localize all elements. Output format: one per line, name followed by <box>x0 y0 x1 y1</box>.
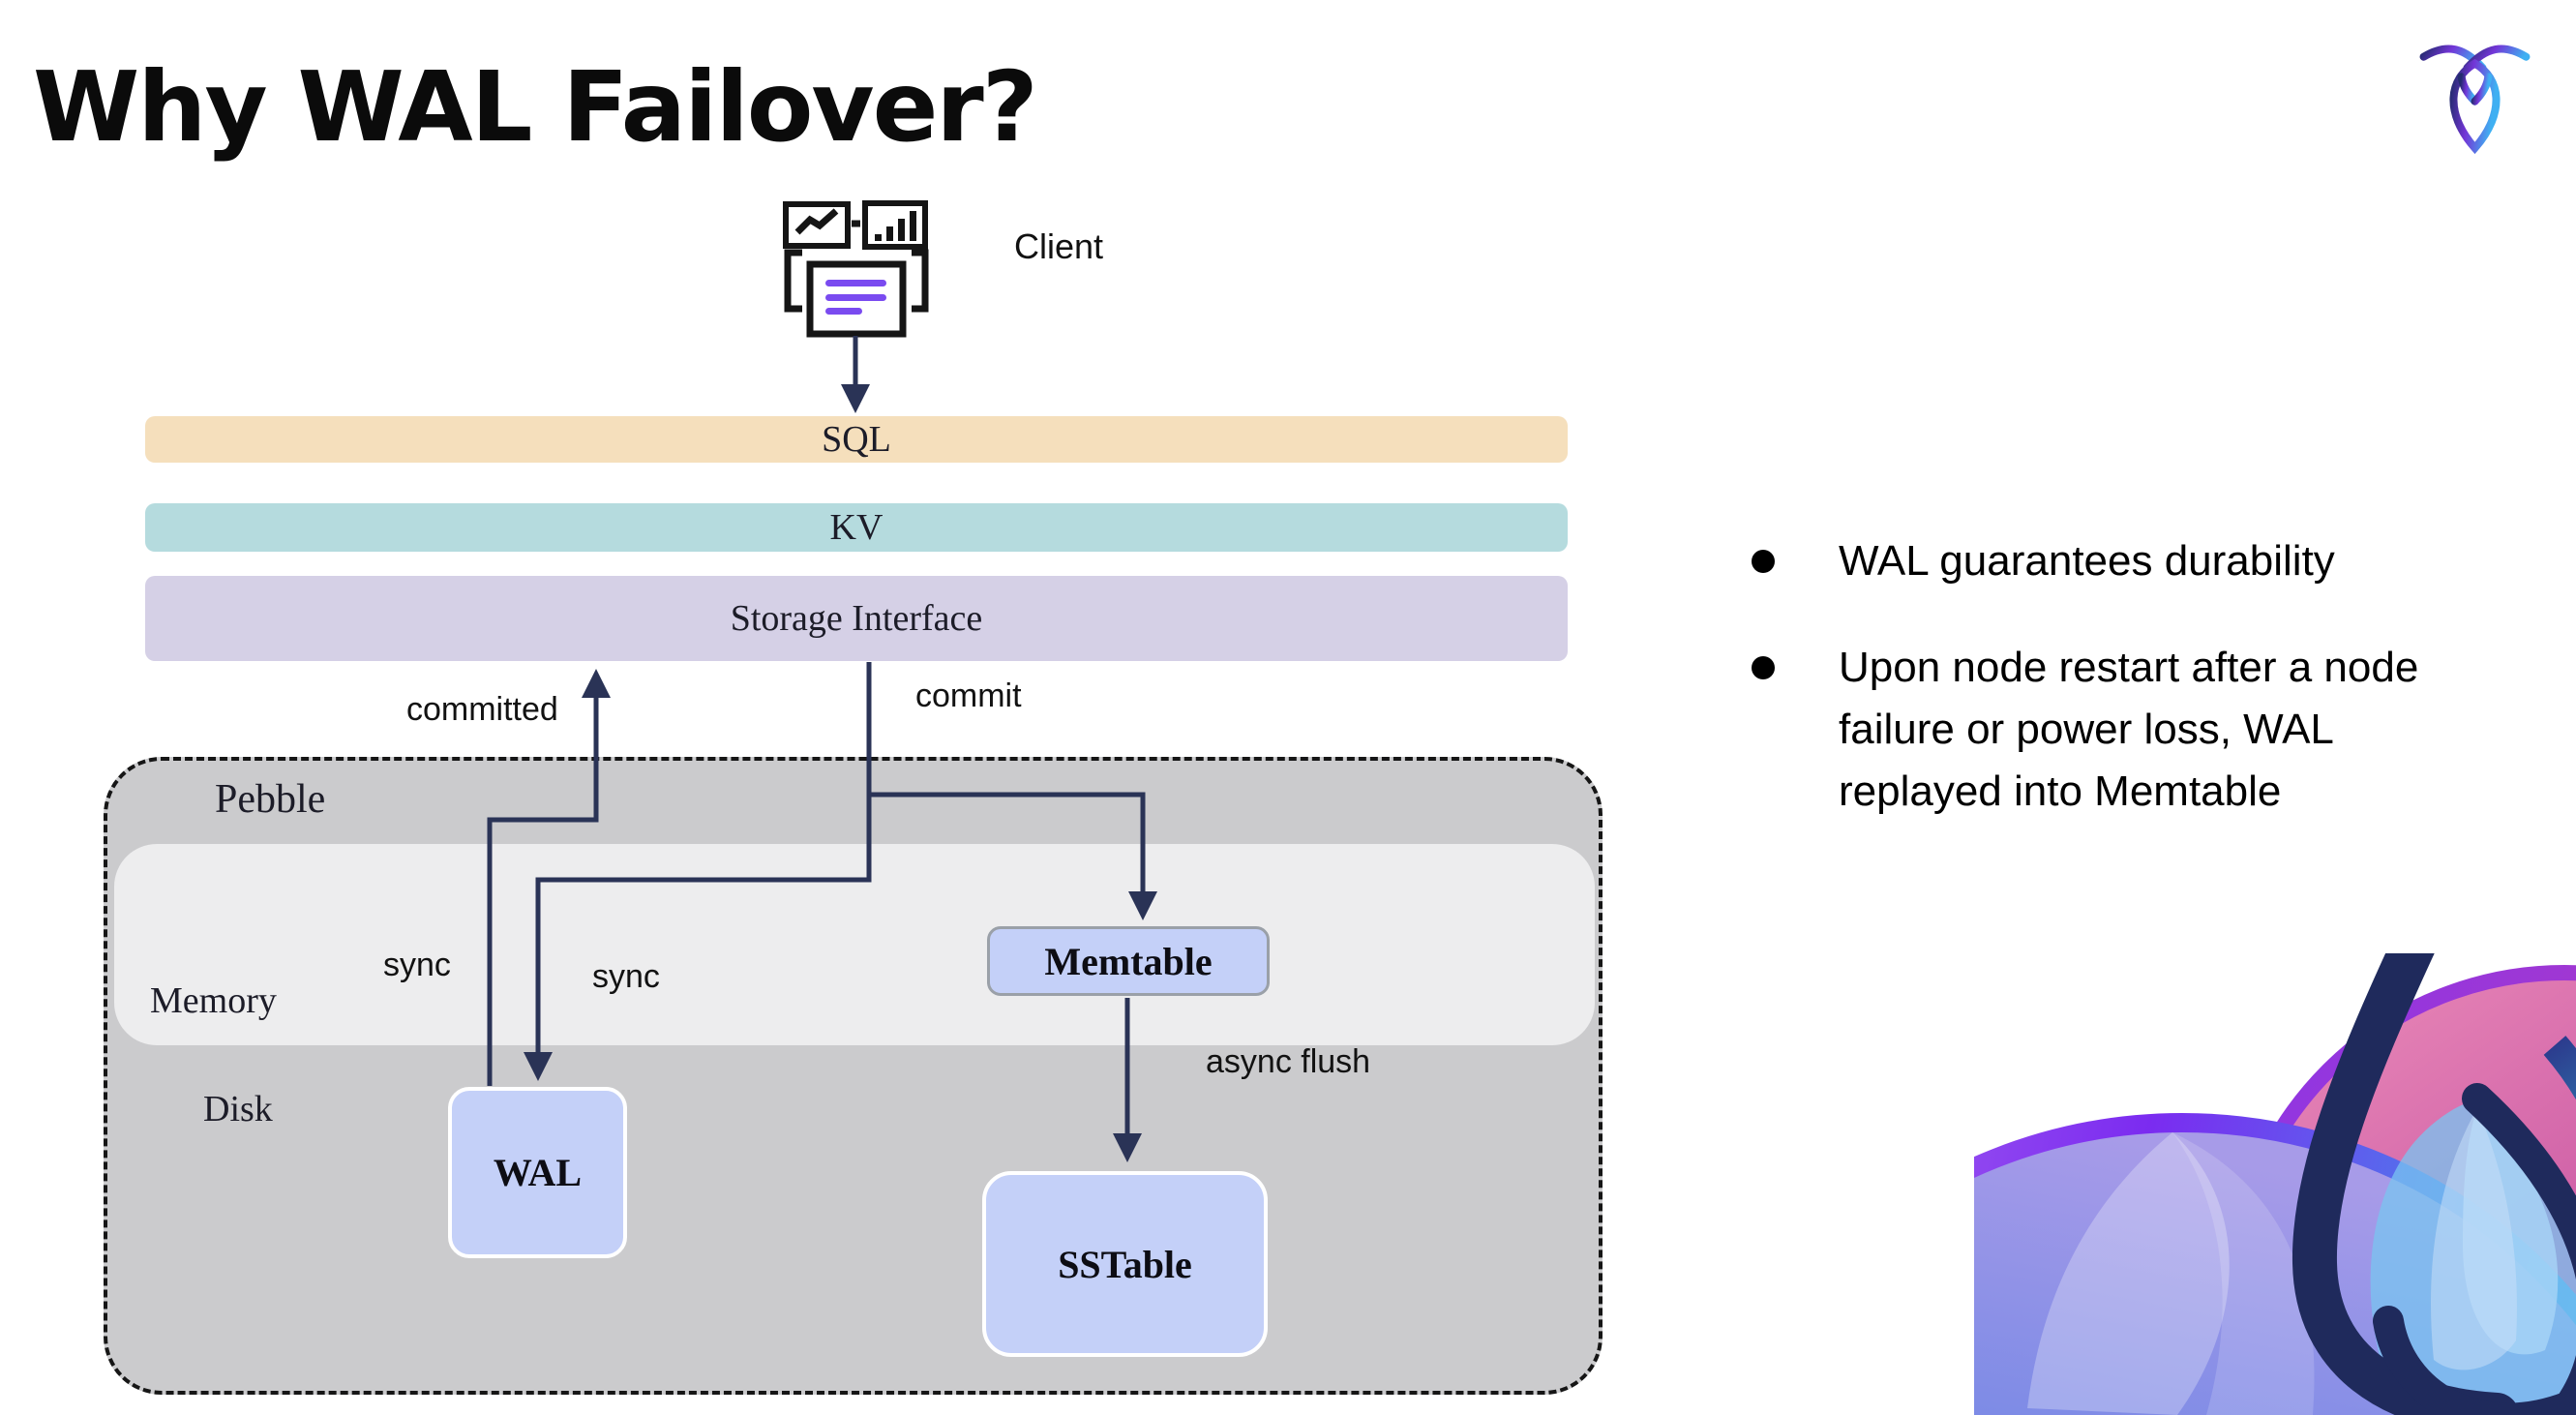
bullet-dot-icon <box>1752 550 1775 573</box>
layer-bar-sql-label: SQL <box>822 419 891 460</box>
monitor-icon <box>784 249 929 338</box>
edge-label-async-flush: async flush <box>1206 1043 1371 1080</box>
edge-label-commit: commit <box>915 677 1022 714</box>
edge-label-committed: committed <box>406 691 558 728</box>
memtable-box-label: Memtable <box>1044 939 1213 983</box>
cockroachdb-logo-icon <box>2419 45 2531 155</box>
list-item: Upon node restart after a node failure o… <box>1752 637 2545 823</box>
layer-bar-storage-interface: Storage Interface <box>145 576 1568 661</box>
disk-label: Disk <box>203 1089 273 1129</box>
sstable-box-label: SSTable <box>1058 1242 1192 1286</box>
wal-box: WAL <box>448 1087 627 1258</box>
bullet-text: Upon node restart after a node failure o… <box>1839 644 2419 815</box>
pebble-label: Pebble <box>215 777 326 822</box>
memtable-box: Memtable <box>987 926 1270 996</box>
layer-bar-kv: KV <box>145 503 1568 552</box>
brand-art <box>1974 953 2576 1415</box>
text-lines-icon <box>825 280 886 315</box>
client-icon <box>783 200 929 338</box>
wal-box-label: WAL <box>493 1151 583 1194</box>
layer-bar-sql: SQL <box>145 416 1568 463</box>
client-label: Client <box>1014 226 1104 266</box>
bar-chart-icon <box>862 200 928 250</box>
bullet-text: WAL guarantees durability <box>1839 537 2335 585</box>
page-title: Why WAL Failover? <box>33 50 1038 164</box>
sstable-box: SSTable <box>982 1171 1268 1357</box>
list-item: WAL guarantees durability <box>1752 530 2545 592</box>
line-chart-icon <box>783 201 851 249</box>
layer-bar-kv-label: KV <box>829 507 884 548</box>
edge-label-sync-2: sync <box>592 958 660 995</box>
bullet-list: WAL guarantees durability Upon node rest… <box>1752 530 2545 823</box>
memory-band <box>114 844 1595 1045</box>
edge-label-sync-1: sync <box>383 947 451 983</box>
layer-bar-storage-interface-label: Storage Interface <box>730 598 983 639</box>
memory-label: Memory <box>150 980 277 1021</box>
bullet-dot-icon <box>1752 656 1775 679</box>
